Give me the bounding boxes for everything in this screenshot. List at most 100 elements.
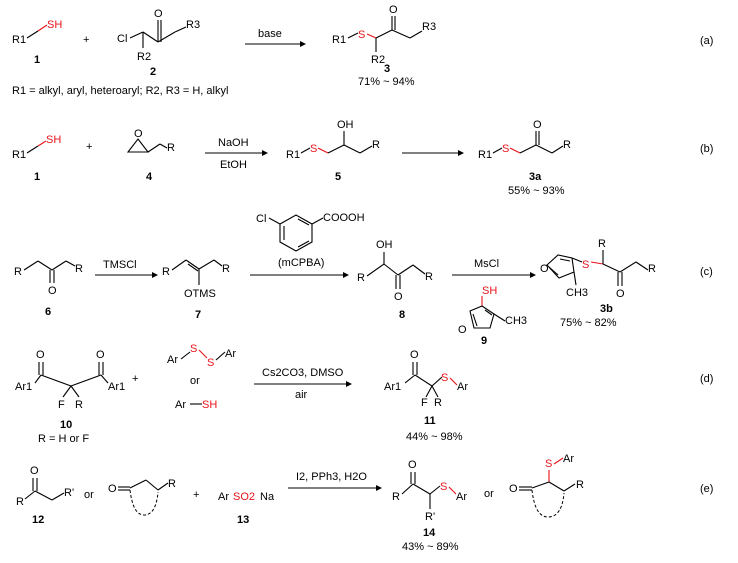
product-o: O (533, 119, 542, 131)
enol-r-left: R (162, 266, 170, 278)
arrow-head (343, 272, 349, 278)
bond (142, 31, 159, 43)
bond (448, 486, 457, 495)
r2-label: R2 (137, 51, 151, 63)
hk-r-right: R (425, 271, 433, 283)
arrow-head (262, 150, 268, 156)
bond (548, 481, 565, 492)
compound-9-label: 9 (481, 335, 487, 347)
ring-dashed-arc (531, 489, 565, 518)
compound-2-label: 2 (150, 66, 156, 78)
prod11-s: S (441, 372, 448, 384)
compound-3a-label: 3a (529, 171, 542, 183)
bond (147, 143, 161, 153)
bond (198, 349, 208, 359)
bond (129, 479, 147, 489)
bond (509, 147, 521, 154)
bond (404, 374, 416, 384)
epoxide-o: O (134, 128, 143, 140)
bond (366, 33, 377, 39)
row-d: O O Ar1 Ar1 F R 10 R = H or F + Ar S S A… (15, 343, 713, 445)
bond (37, 140, 47, 147)
benzene-ring (279, 214, 313, 252)
bond (429, 485, 441, 495)
reagent-i2: I2, PPh3, H2O (296, 471, 367, 483)
bond (129, 31, 144, 39)
prod3b-o: O (616, 288, 625, 300)
bond (34, 374, 42, 384)
bond (34, 490, 53, 501)
prod3b-ch3: CH3 (566, 287, 588, 299)
epoxide-ring (126, 138, 150, 153)
furan-ring (546, 254, 575, 279)
reagent-air: air (295, 389, 308, 401)
product-o: O (389, 4, 398, 16)
compound-1-label: 1 (34, 54, 40, 66)
enol-r-right: R (222, 263, 230, 275)
bond (431, 376, 443, 387)
reagent-tmscl: TMSCl (103, 259, 137, 271)
bond (23, 260, 39, 271)
ketone-o: O (154, 8, 163, 20)
bond (213, 259, 223, 267)
reagent-base: base (258, 28, 282, 40)
cyc-prod-s: S (545, 458, 552, 470)
prod11-f: F (421, 397, 428, 409)
thiol-sh: SH (202, 399, 217, 411)
bond (51, 492, 65, 501)
yield-c: 75% ~ 82% (560, 317, 617, 329)
thiol9-ch3: CH3 (505, 315, 527, 327)
bond (198, 259, 215, 270)
disulfide-ar-left: Ar (167, 354, 178, 366)
disulfide-ar-right: Ar (225, 348, 236, 360)
bond (563, 483, 576, 492)
bond (65, 260, 76, 267)
bond (70, 385, 80, 398)
sulfinate-ar: Ar (218, 491, 229, 503)
compound-12-label: 12 (32, 514, 44, 526)
bond (548, 266, 559, 276)
inter-r1: R1 (286, 149, 300, 161)
bond (412, 264, 426, 275)
product-s: S (502, 143, 509, 155)
furan-ring (469, 305, 495, 329)
e-plus: + (193, 489, 199, 501)
bond (347, 32, 359, 39)
bond (484, 309, 493, 316)
e-or1: or (84, 489, 94, 501)
compound-13-label: 13 (237, 514, 249, 526)
bond (492, 147, 503, 154)
bond (425, 385, 433, 398)
bond (535, 144, 553, 154)
mcpba-cooh: COOOH (323, 212, 365, 224)
prod11-ar: Ar (457, 381, 468, 393)
bond (493, 313, 506, 322)
compound-5-label: 5 (335, 171, 341, 183)
hk-oh: OH (376, 239, 393, 251)
compound-7-label: 7 (195, 309, 201, 321)
product-r1: R1 (478, 149, 492, 161)
bond (553, 457, 564, 465)
row-c: R R O 6 TMSCl R R OTMS 7 Cl COOOH (mCP (14, 212, 713, 347)
e-ketone-o: O (30, 465, 39, 477)
plus-sign: + (83, 34, 89, 46)
row-b: R1 SH 1 + O R 4 NaOH EtOH R1 S OH R 5 (12, 119, 713, 197)
bond (590, 261, 604, 265)
bond (26, 145, 39, 154)
compound-14-label: 14 (423, 527, 436, 539)
sulfinate-na: Na (260, 491, 275, 503)
ketone-r-left: R (14, 266, 22, 278)
prod11-r: R (434, 397, 442, 409)
cyc-prod-ar: Ar (563, 453, 574, 465)
prod14-ar: Ar (456, 491, 467, 503)
row-label-a: (a) (700, 35, 713, 47)
d-ar1-left: Ar1 (15, 381, 32, 393)
bond (472, 313, 478, 327)
bond (215, 351, 226, 361)
mcpba-cl: Cl (256, 213, 266, 225)
bond (412, 483, 431, 495)
r3-label: R3 (186, 19, 200, 31)
bond (391, 29, 411, 39)
thiol-sh: SH (46, 134, 61, 146)
